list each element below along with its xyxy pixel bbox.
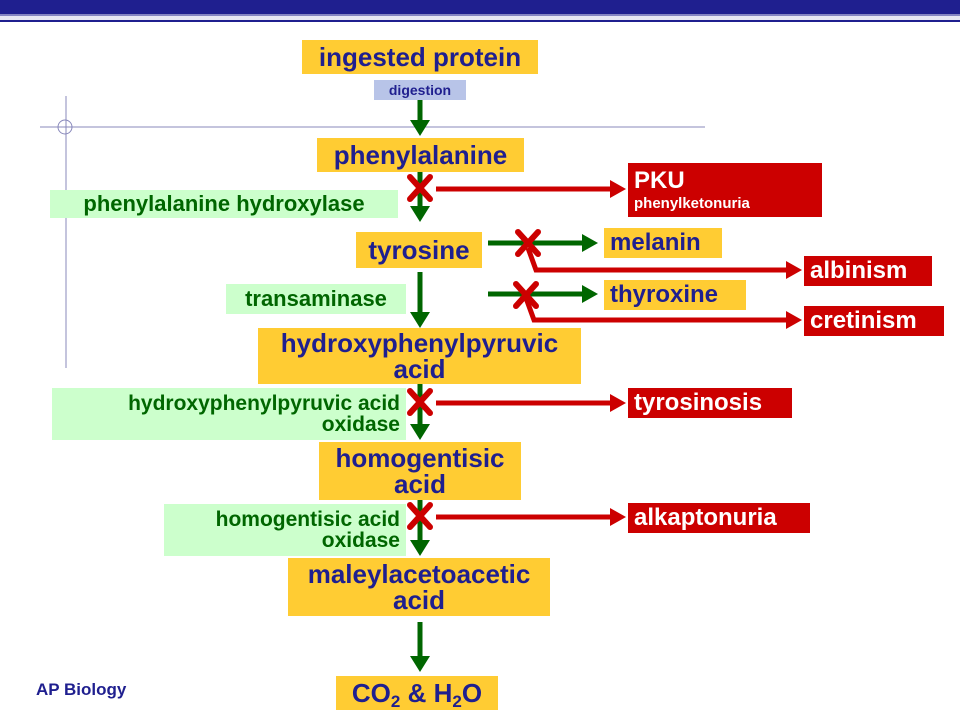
block-x-marks: [407, 174, 541, 530]
co2-text: CO: [351, 678, 391, 708]
h2o-subscript: 2: [452, 692, 462, 711]
x-icon: [515, 229, 541, 257]
product-melanin: melanin: [604, 228, 722, 258]
compound-label-line1: homogentisic: [335, 443, 505, 473]
compound-label-line2: acid: [393, 354, 446, 384]
product-thyroxine: thyroxine: [604, 280, 746, 310]
enzyme-transaminase: transaminase: [226, 284, 406, 314]
disorder-label: PKU: [634, 167, 685, 194]
disorder-albinism: albinism: [804, 256, 932, 286]
x-icon: [407, 174, 433, 202]
footer-course-label: AP Biology: [36, 680, 127, 699]
enzyme-label-line2: oxidase: [321, 413, 400, 436]
x-icon: [407, 502, 433, 530]
disorder-label: cretinism: [810, 307, 917, 334]
co2-subscript: 2: [390, 692, 401, 711]
x-icon: [407, 388, 433, 416]
compound-label: phenylalanine: [333, 140, 508, 170]
h2o-o-text: O: [461, 678, 483, 708]
compound-maleylacetoacetic-acid: maleylacetoacetic acid: [288, 558, 550, 616]
compound-tyrosine: tyrosine: [356, 232, 482, 268]
enzyme-homogentisic-acid-oxidase: homogentisic acid oxidase: [164, 504, 406, 556]
x-icon: [513, 281, 539, 309]
enzyme-label-line2: oxidase: [321, 529, 400, 552]
compound-label-line1: hydroxyphenylpyruvic: [280, 328, 559, 358]
enzyme-label: phenylalanine hydroxylase: [83, 191, 365, 216]
product-label: thyroxine: [610, 281, 719, 308]
title-bar: [0, 0, 960, 22]
compound-label: tyrosine: [368, 235, 470, 265]
disorder-alkaptonuria: alkaptonuria: [628, 503, 810, 533]
step-digestion: digestion: [374, 80, 466, 100]
block-arrows: [436, 180, 802, 526]
guide-crosshair: [57, 119, 73, 135]
disorder-pku: PKU phenylketonuria: [628, 163, 822, 217]
compound-phenylalanine: phenylalanine: [317, 138, 524, 172]
compound-ingested-protein: ingested protein: [302, 40, 538, 74]
disorder-label: albinism: [810, 257, 908, 284]
enzyme-label: transaminase: [245, 286, 387, 311]
disorder-tyrosinosis: tyrosinosis: [628, 388, 792, 418]
enzyme-phenylalanine-hydroxylase: phenylalanine hydroxylase: [50, 190, 398, 218]
compound-hydroxyphenylpyruvic-acid: hydroxyphenylpyruvic acid: [258, 328, 581, 384]
enzyme-hpp-acid-oxidase: hydroxyphenylpyruvic acid oxidase: [52, 388, 406, 440]
compound-label-line2: acid: [393, 469, 447, 499]
enzyme-label-line1: hydroxyphenylpyruvic acid: [128, 392, 400, 415]
compound-homogentisic-acid: homogentisic acid: [319, 442, 521, 500]
compound-label-line2: acid: [392, 585, 446, 615]
compound-label-line1: maleylacetoacetic: [307, 559, 531, 589]
disorder-label: alkaptonuria: [634, 504, 777, 531]
disorder-label: tyrosinosis: [634, 389, 763, 416]
step-label: digestion: [388, 82, 452, 98]
disorder-cretinism: cretinism: [804, 306, 944, 336]
side-arrows: [488, 234, 598, 303]
and-h-text: & H: [400, 678, 453, 708]
product-label: melanin: [610, 229, 701, 256]
enzyme-label-line1: homogentisic acid: [215, 508, 400, 531]
compound-label: ingested protein: [318, 42, 522, 72]
disorder-sublabel: phenylketonuria: [634, 195, 750, 212]
